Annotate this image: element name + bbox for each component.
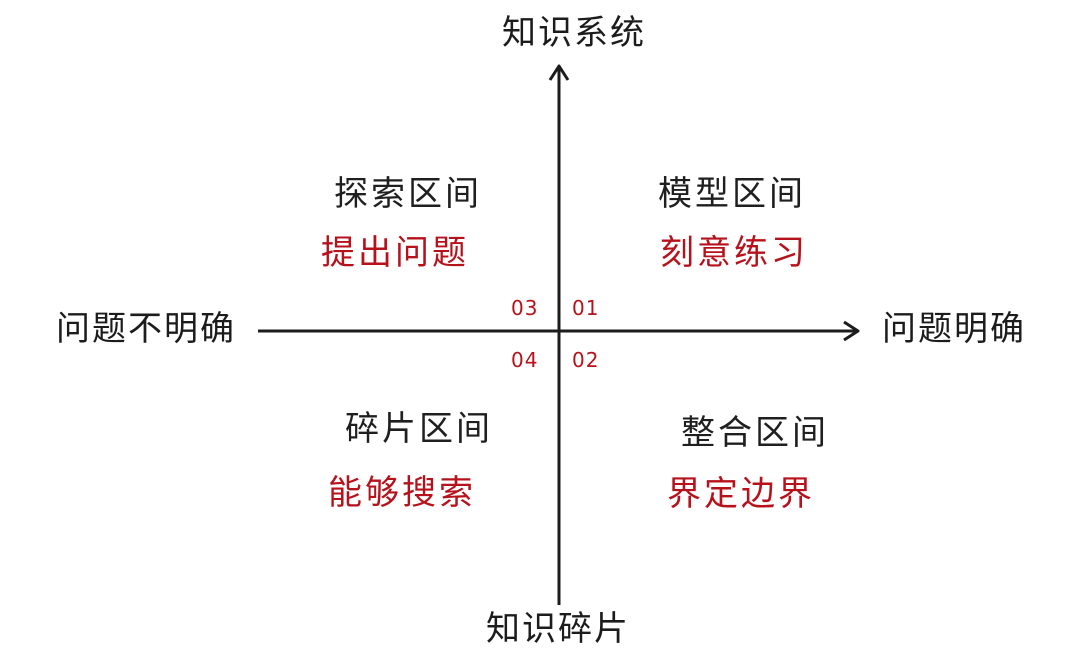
arrow-right-icon (843, 320, 860, 342)
quadrant-number-03: 03 (511, 296, 539, 320)
axis-label-bottom: 知识碎片 (486, 609, 630, 649)
quadrant-action-01: 刻意练习 (660, 233, 808, 273)
quadrant-action-04: 能够搜索 (328, 473, 476, 513)
quadrant-number-01: 01 (572, 296, 600, 320)
quadrant-title-01: 模型区间 (658, 174, 806, 214)
quadrant-number-04: 04 (511, 348, 539, 372)
quadrant-title-04: 碎片区间 (345, 409, 493, 449)
quadrant-action-03: 提出问题 (321, 233, 469, 273)
arrow-up-icon (548, 64, 570, 81)
quadrant-action-02: 界定边界 (667, 474, 815, 514)
axis-label-left: 问题不明确 (56, 309, 236, 349)
quadrant-title-02: 整合区间 (681, 413, 829, 453)
quadrant-title-03: 探索区间 (334, 174, 482, 214)
axis-label-top: 知识系统 (502, 13, 646, 53)
quadrant-number-02: 02 (572, 348, 600, 372)
axis-label-right: 问题明确 (882, 309, 1026, 349)
